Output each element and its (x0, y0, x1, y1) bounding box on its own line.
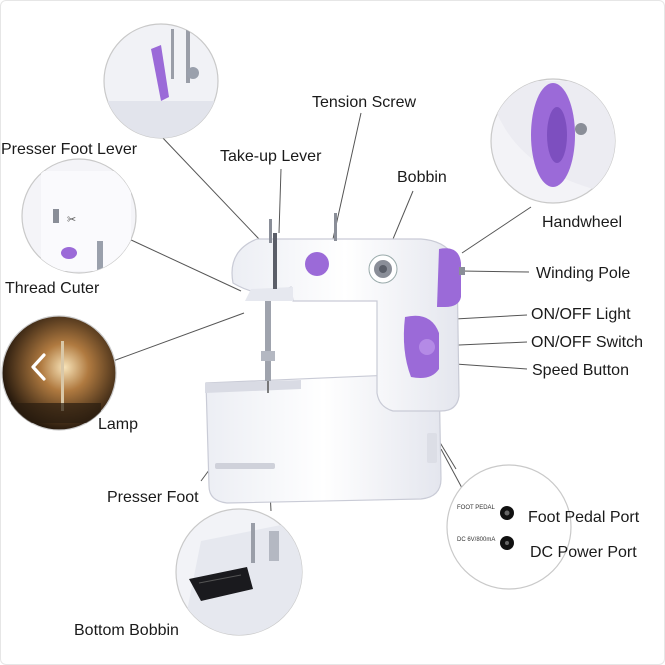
label-lamp: Lamp (98, 416, 139, 433)
label-presser-foot-lever: Presser Foot Lever (1, 141, 138, 158)
label-dc-power-port: DC Power Port (530, 544, 637, 561)
label-handwheel: Handwheel (542, 214, 623, 231)
label-on-off-switch: ON/OFF Switch (531, 334, 644, 351)
callout-thread-cuter: ✂ (21, 158, 137, 274)
label-bobbin: Bobbin (397, 169, 447, 186)
foot-pedal-port-text: FOOT PEDAL (457, 505, 496, 511)
callout-lamp (1, 315, 117, 431)
callout-port-panel: FOOT PEDAL DC 6V/800mA (446, 464, 572, 590)
label-speed-button: Speed Button (532, 362, 629, 379)
label-foot-pedal-port: Foot Pedal Port (528, 509, 640, 526)
callout-handwheel (490, 78, 616, 204)
chevron-left-icon (31, 353, 46, 381)
svg-text:✂: ✂ (67, 214, 76, 226)
label-presser-foot: Presser Foot (107, 489, 199, 506)
sewing-machine-body (205, 213, 465, 504)
previous-image-button[interactable] (23, 349, 55, 385)
dc-port-text: DC 6V/800mA (457, 537, 495, 543)
callout-presser-foot-lever (103, 23, 219, 139)
label-on-off-light: ON/OFF Light (531, 306, 631, 323)
label-winding-pole: Winding Pole (536, 265, 631, 282)
label-thread-cuter: Thread Cuter (5, 280, 100, 297)
callout-bottom-bobbin (175, 508, 303, 636)
label-take-up-lever: Take-up Lever (220, 148, 322, 165)
label-tension-screw: Tension Screw (312, 94, 417, 111)
label-bottom-bobbin: Bottom Bobbin (74, 622, 179, 639)
